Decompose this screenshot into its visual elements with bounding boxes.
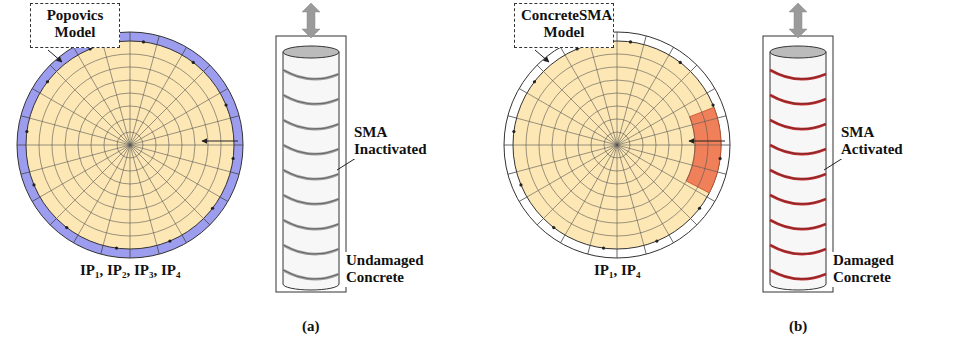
- fiber-section: [504, 32, 730, 258]
- leader-line: [689, 141, 725, 142]
- leader-line: [337, 158, 356, 170]
- leader-line: [202, 141, 238, 142]
- model-name: Popovics Model: [37, 7, 113, 42]
- panel-tag: (a): [300, 318, 322, 335]
- integration-points: IP₁, IP₂, IP₃, IP₄: [78, 262, 183, 279]
- leader-line: [535, 50, 549, 62]
- panel-tag: (b): [787, 318, 809, 335]
- model-name: ConcreteSMA Model: [521, 7, 607, 42]
- fiber-section: [17, 32, 243, 258]
- integration-points: IP₁, IP₄: [592, 262, 643, 279]
- leader-line: [48, 50, 62, 62]
- column-sketch: [276, 3, 346, 292]
- column-sketch: [763, 3, 833, 292]
- concrete-state: Undamaged Concrete: [344, 252, 438, 287]
- sma-state: SMA Inactivated: [352, 124, 446, 159]
- concrete-state: Damaged Concrete: [831, 252, 925, 287]
- callout-box: Popovics Model: [30, 3, 120, 48]
- callout-box: ConcreteSMA Model: [514, 3, 614, 48]
- leader-line: [824, 158, 843, 170]
- sma-state: SMA Activated: [839, 124, 933, 159]
